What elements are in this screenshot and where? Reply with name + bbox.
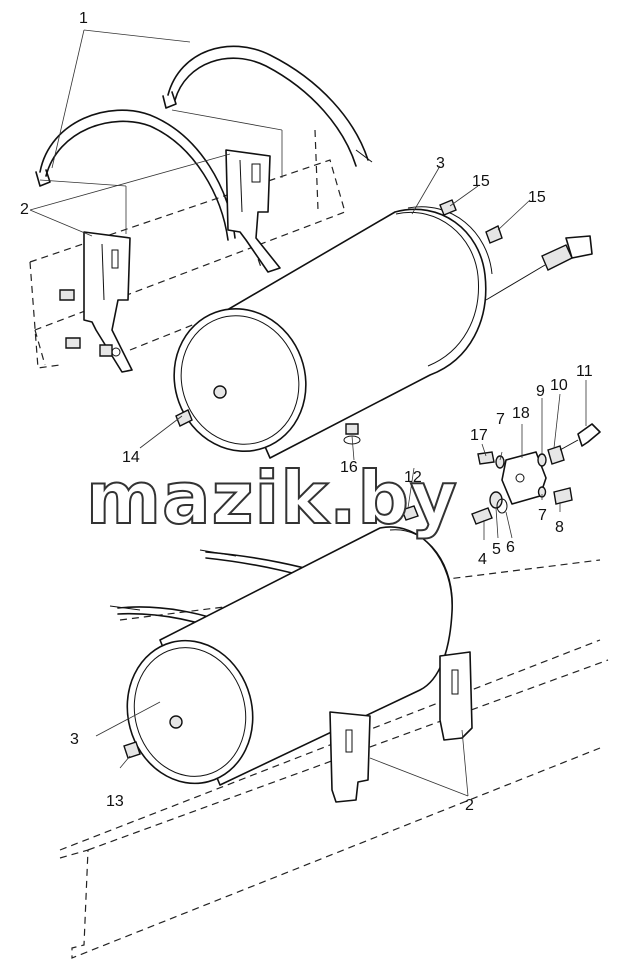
callout-leaders bbox=[95, 165, 587, 769]
drain-plug-lower bbox=[123, 741, 141, 759]
upper-assembly bbox=[29, 29, 601, 525]
callout-12: 12 bbox=[404, 469, 422, 486]
callout-11: 11 bbox=[576, 363, 593, 380]
callout-7-bottom: 7 bbox=[538, 507, 547, 524]
callout-6: 6 bbox=[506, 539, 515, 556]
callout-2-top: 2 bbox=[20, 201, 29, 218]
lower-air-receiver bbox=[126, 526, 453, 786]
callout-1: 1 bbox=[79, 10, 88, 27]
upper-bracket-left bbox=[83, 231, 133, 373]
lower-bracket-left bbox=[329, 711, 371, 803]
upper-fittings bbox=[175, 199, 593, 445]
callout-13: 13 bbox=[106, 793, 124, 810]
lower-bracket-right bbox=[439, 651, 473, 741]
callout-15-a: 15 bbox=[472, 173, 490, 190]
callout-8: 8 bbox=[555, 519, 564, 536]
callout-18: 18 bbox=[512, 405, 530, 422]
frame-bolts-upper bbox=[59, 289, 113, 357]
watermark: mazik.by bbox=[86, 456, 458, 540]
lower-assembly bbox=[59, 526, 609, 959]
callout-4: 4 bbox=[478, 551, 487, 568]
valve-block-assembly bbox=[401, 423, 601, 525]
callout-14: 14 bbox=[122, 449, 140, 466]
callout-labels: 1 2 3 15 15 11 10 9 18 7 17 14 16 12 7 8… bbox=[20, 10, 593, 814]
upper-strap-left bbox=[35, 109, 236, 241]
callout-3-top: 3 bbox=[436, 155, 445, 172]
callout-7-top: 7 bbox=[496, 411, 505, 428]
callout-2-bottom: 2 bbox=[465, 797, 474, 814]
callout-15-b: 15 bbox=[528, 189, 546, 206]
callout-10: 10 bbox=[550, 377, 568, 394]
upper-air-receiver bbox=[173, 206, 493, 459]
callout-9: 9 bbox=[536, 383, 545, 400]
lower-leaders bbox=[369, 729, 469, 797]
upper-bracket-right bbox=[225, 149, 281, 273]
callout-3-bottom: 3 bbox=[70, 731, 79, 748]
callout-17: 17 bbox=[470, 427, 488, 444]
upper-strap-right bbox=[162, 45, 373, 167]
callout-5: 5 bbox=[492, 541, 501, 558]
upper-leaders bbox=[29, 29, 283, 237]
callout-16: 16 bbox=[340, 459, 358, 476]
